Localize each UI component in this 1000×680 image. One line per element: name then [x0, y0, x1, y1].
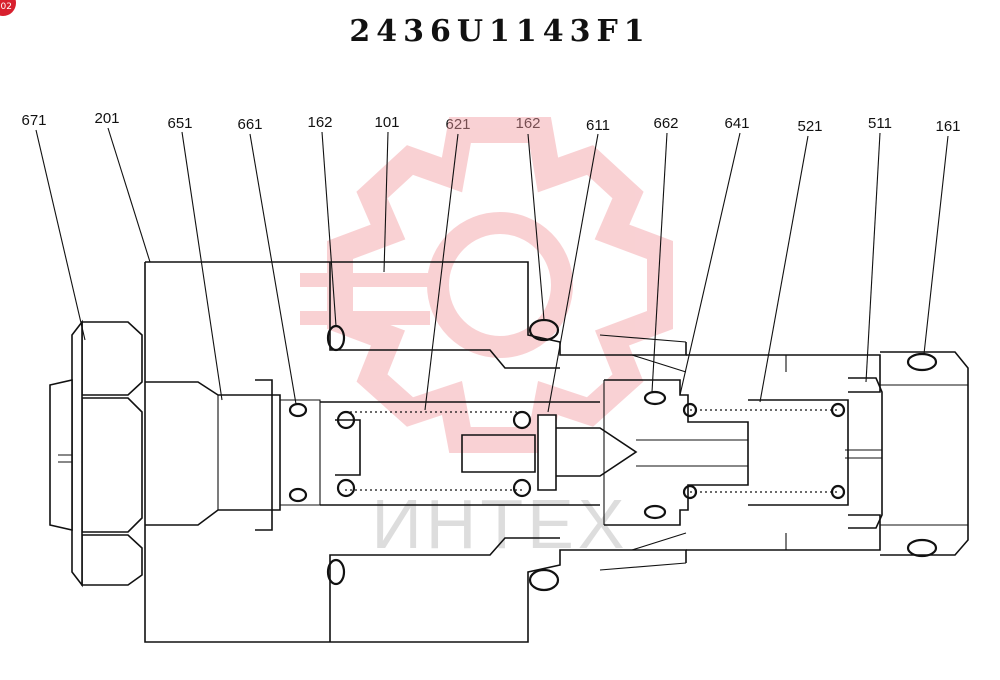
poppet-611 [537, 414, 638, 491]
o-ring-162-left [326, 324, 346, 586]
callout-161: 161 [935, 118, 961, 135]
o-ring-161 [906, 352, 938, 558]
o-ring-662 [643, 390, 667, 520]
corner-badge: 02 [0, 0, 16, 16]
callout-611: 611 [586, 117, 610, 134]
callout-201: 201 [94, 110, 120, 127]
end-cap [880, 351, 969, 556]
spring-521 [682, 399, 849, 506]
callout-101: 101 [374, 114, 400, 131]
watermark-gear-logo [300, 117, 673, 453]
callout-661: 661 [237, 116, 263, 133]
callout-641: 641 [724, 115, 750, 132]
o-ring-661 [288, 402, 308, 503]
leader-lines [35, 127, 949, 413]
callout-511: 511 [868, 115, 892, 132]
callout-162-left: 162 [307, 114, 333, 131]
callout-671: 671 [21, 112, 47, 129]
watermark-text: ИНТЕХ [371, 485, 628, 563]
seat-641 [603, 379, 749, 526]
part-number-title: 2436U1143F1 [349, 14, 651, 49]
spring-621 [320, 401, 600, 506]
callout-162-right: 162 [515, 115, 541, 132]
plunger-511 [686, 354, 883, 551]
callout-662: 662 [653, 115, 679, 132]
callout-651: 651 [167, 115, 193, 132]
lock-nut-671 [49, 319, 143, 588]
callout-621: 621 [445, 116, 471, 133]
callout-521: 521 [797, 118, 823, 135]
adjusting-screw-651 [145, 379, 321, 531]
